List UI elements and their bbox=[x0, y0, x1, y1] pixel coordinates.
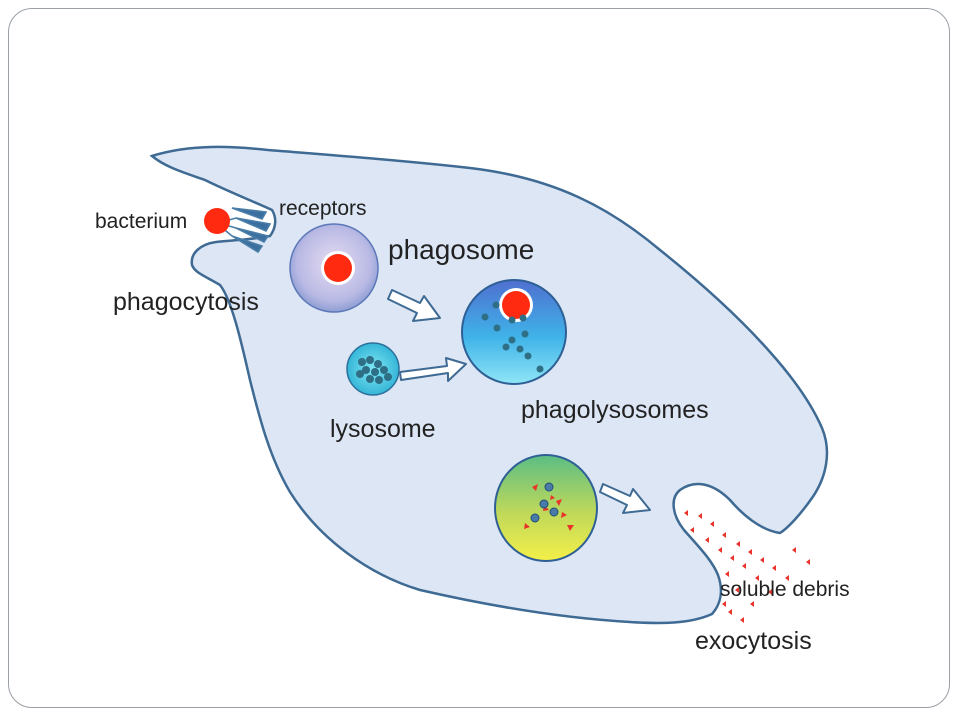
label-exocytosis: exocytosis bbox=[695, 627, 812, 655]
label-lysosome: lysosome bbox=[330, 415, 436, 443]
label-receptors: receptors bbox=[279, 197, 367, 220]
vesicle-granules bbox=[530, 482, 559, 523]
phagolysosome bbox=[461, 279, 567, 385]
label-phagosome: phagosome bbox=[388, 234, 534, 265]
label-phagocytosis: phagocytosis bbox=[113, 288, 259, 316]
receptor-2 bbox=[235, 217, 272, 233]
label-bacterium: bacterium bbox=[95, 210, 187, 233]
arrow-phagosome-to-phagolysosome bbox=[387, 289, 441, 322]
arrow-lysosome-to-phagolysosome bbox=[399, 357, 467, 382]
receptor-1 bbox=[231, 207, 268, 220]
arrow-to-exocytosis bbox=[599, 483, 651, 514]
phagolysosome-bacterium bbox=[502, 291, 530, 319]
bacterium bbox=[204, 208, 230, 234]
label-phagolysosomes: phagolysosomes bbox=[521, 396, 709, 424]
phagosome-bacterium bbox=[324, 254, 352, 282]
digested-vesicle bbox=[494, 454, 598, 562]
receptor-4 bbox=[231, 235, 264, 254]
receptor-3 bbox=[235, 227, 270, 244]
label-soluble-debris: soluble debris bbox=[720, 578, 850, 601]
cell-membrane bbox=[149, 145, 829, 625]
lysosome bbox=[346, 342, 400, 396]
phagolysosome-granules bbox=[481, 301, 544, 373]
lysosome-granules bbox=[356, 356, 392, 384]
soluble-debris bbox=[684, 510, 810, 623]
phagosome bbox=[289, 223, 379, 313]
